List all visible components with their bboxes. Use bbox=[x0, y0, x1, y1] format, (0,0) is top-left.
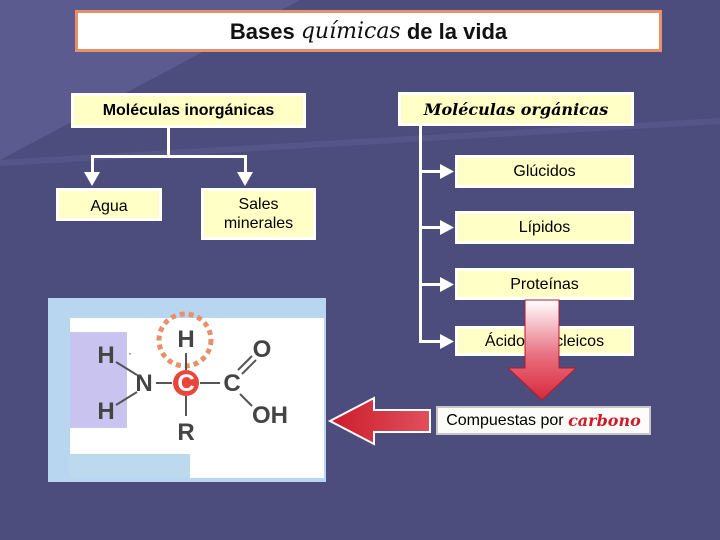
inorganic-connector-vertical bbox=[167, 128, 170, 157]
amino-acid-diagram: H H N H C C O OH R · bbox=[48, 298, 326, 482]
big-left-arrow bbox=[327, 396, 431, 446]
atom-r: R bbox=[176, 418, 196, 448]
inorganic-molecules-label: Moléculas inorgánicas bbox=[102, 102, 275, 119]
atom-c-alpha: C bbox=[177, 370, 195, 397]
molecule-bonds bbox=[115, 311, 257, 416]
lipids-label: Lípidos bbox=[518, 219, 571, 236]
arrow-to-lipids bbox=[419, 220, 454, 235]
arrow-to-mineral-salts bbox=[237, 155, 253, 186]
mineral-salts-box: Sales minerales bbox=[201, 188, 316, 240]
proteins-label: Proteínas bbox=[510, 275, 579, 293]
composed-prefix: Compuestas por bbox=[446, 412, 564, 429]
water-box: Agua bbox=[56, 188, 162, 221]
inorganic-molecules-box: Moléculas inorgánicas bbox=[71, 93, 306, 128]
arrow-to-glucids bbox=[419, 164, 454, 179]
alpha-carbon-highlight bbox=[173, 370, 199, 396]
atom-c-carboxyl: C bbox=[223, 370, 241, 397]
arrow-to-water bbox=[84, 155, 100, 186]
title-part-1: Bases bbox=[229, 18, 295, 44]
amine-group-highlight bbox=[70, 332, 127, 428]
arrow-to-nucleic-acids bbox=[419, 334, 454, 349]
atom-dot: · bbox=[128, 346, 132, 360]
lipids-box: Lípidos bbox=[455, 211, 634, 244]
title-part-3: de la vida bbox=[406, 18, 508, 44]
mineral-salts-label: Sales minerales bbox=[223, 196, 294, 232]
glucids-box: Glúcidos bbox=[455, 155, 634, 188]
atom-h-alpha: H bbox=[177, 326, 195, 353]
organic-connector-vertical bbox=[419, 126, 422, 341]
big-down-arrow bbox=[506, 299, 578, 401]
title-part-2: químicas bbox=[300, 18, 401, 44]
page-title: Bases químicas de la vida bbox=[75, 10, 662, 52]
molecule-bottom-strip bbox=[70, 454, 190, 478]
organic-molecules-label: Moléculas orgánicas bbox=[423, 99, 609, 119]
water-label: Agua bbox=[90, 198, 128, 215]
atom-h-top: H bbox=[97, 342, 115, 369]
inorganic-connector-horizontal bbox=[92, 155, 247, 158]
atom-h-bottom: H bbox=[97, 398, 115, 425]
carbon-highlight: carbono bbox=[568, 411, 641, 430]
arrow-to-proteins bbox=[419, 277, 454, 292]
proteins-box: Proteínas bbox=[455, 268, 634, 300]
glucids-label: Glúcidos bbox=[513, 163, 576, 180]
organic-molecules-box: Moléculas orgánicas bbox=[398, 92, 634, 126]
atom-o: O bbox=[252, 336, 272, 363]
atom-oh: OH bbox=[252, 402, 288, 429]
composed-by-carbon-box: Compuestas por carbono bbox=[436, 406, 651, 435]
atom-n: N bbox=[135, 370, 153, 397]
